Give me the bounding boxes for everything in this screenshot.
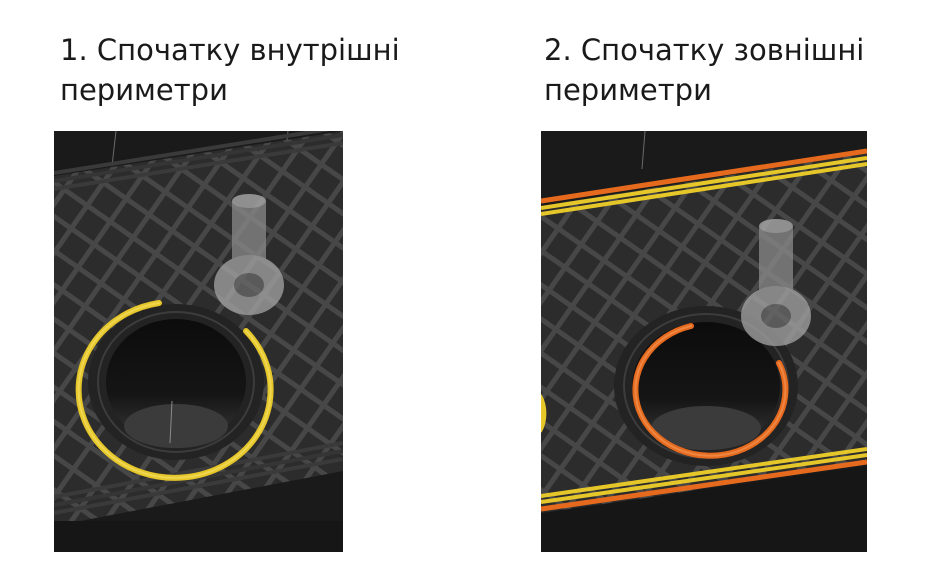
render-inner-first-svg bbox=[54, 131, 343, 552]
render-outer-first-svg bbox=[541, 131, 867, 552]
grid-line bbox=[111, 131, 117, 167]
render-inner-first bbox=[54, 131, 343, 552]
plate-foreground bbox=[541, 466, 867, 552]
outer-wall-top bbox=[54, 131, 343, 191]
caption-line-1: 2. Спочатку зовнішні bbox=[544, 33, 865, 67]
perimeter-path-edge bbox=[541, 394, 547, 433]
plate-foreground bbox=[54, 521, 343, 552]
caption-line-2: периметри bbox=[60, 73, 228, 107]
caption-outer-perimeters-first: 2. Спочатку зовнішні периметри bbox=[544, 30, 924, 110]
nozzle-ghost bbox=[214, 194, 284, 315]
hole-bottom bbox=[651, 406, 761, 450]
render-outer-first bbox=[541, 131, 867, 552]
outer-wall-top bbox=[541, 148, 867, 216]
grid-line bbox=[641, 131, 646, 170]
outer-wall-bottom bbox=[541, 447, 867, 512]
caption-line-1: 1. Спочатку внутрішні bbox=[60, 33, 400, 67]
caption-inner-perimeters-first: 1. Спочатку внутрішні периметри bbox=[60, 30, 440, 110]
caption-line-2: периметри bbox=[544, 73, 712, 107]
hole-bottom bbox=[124, 404, 228, 448]
nozzle-ghost bbox=[741, 219, 811, 346]
